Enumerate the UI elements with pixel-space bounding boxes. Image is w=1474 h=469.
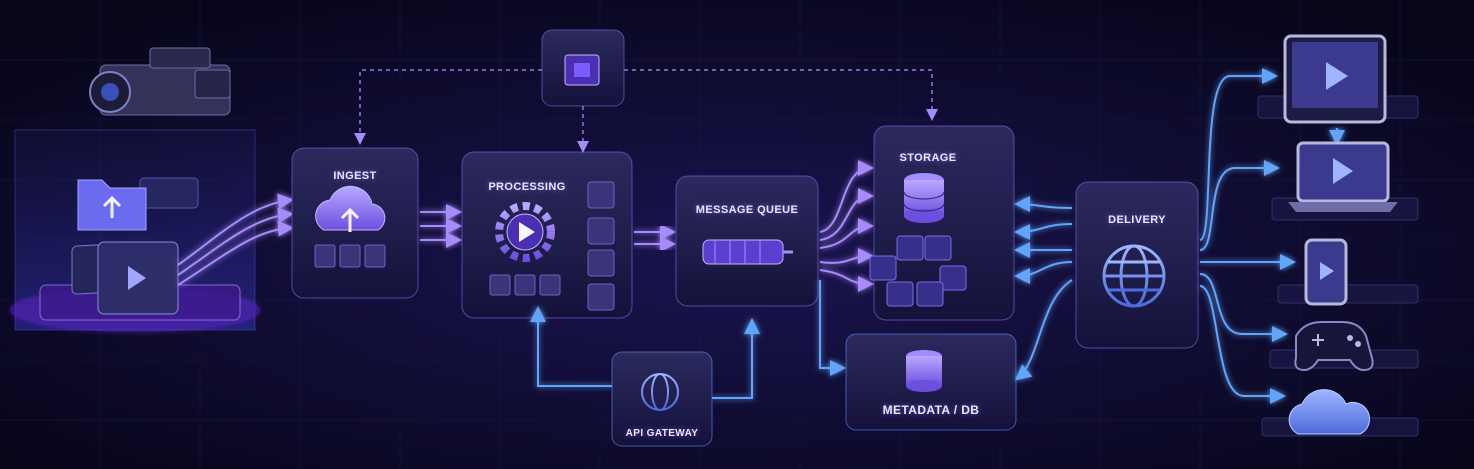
cloud-icon bbox=[1261, 389, 1419, 437]
database-icon bbox=[906, 350, 942, 392]
delivery-label: DELIVERY bbox=[1108, 214, 1166, 226]
globe-icon bbox=[641, 373, 679, 411]
ingest-node[interactable] bbox=[291, 147, 419, 299]
storage-node[interactable] bbox=[869, 125, 1015, 321]
api-gateway-node[interactable] bbox=[611, 351, 713, 447]
gamepad-icon bbox=[1269, 321, 1419, 372]
processing-node[interactable] bbox=[461, 151, 633, 319]
laptop-play-icon bbox=[1271, 141, 1419, 221]
storage-cube-cluster bbox=[869, 235, 967, 307]
cloud-upload-icon bbox=[315, 185, 386, 232]
message-queue-node[interactable] bbox=[675, 175, 819, 307]
processing-blocks bbox=[489, 181, 615, 311]
processing-to-queue-flows bbox=[634, 224, 676, 252]
api-gateway-flows bbox=[530, 306, 760, 399]
ingest-to-processing-flows bbox=[420, 204, 462, 248]
queue-to-metadata-flow bbox=[819, 280, 846, 376]
processor-chip-icon bbox=[564, 54, 600, 86]
delivery-node[interactable] bbox=[1075, 181, 1199, 349]
message-queue-cylinder-icon bbox=[702, 239, 793, 265]
chip-dashed-links bbox=[354, 69, 938, 153]
message-queue-label: MESSAGE QUEUE bbox=[695, 204, 799, 216]
metadata-db-label: METADATA / DB bbox=[882, 403, 980, 417]
source-to-ingest-flows bbox=[177, 193, 294, 286]
api-gateway-label: API GATEWAY bbox=[625, 428, 699, 439]
gear-play-icon bbox=[495, 202, 555, 262]
phone-play-icon bbox=[1277, 238, 1419, 306]
video-camera-icon bbox=[89, 47, 231, 116]
storage-label: STORAGE bbox=[899, 152, 957, 164]
monitor-play-icon bbox=[1257, 34, 1419, 124]
processor-chip-node[interactable] bbox=[541, 29, 625, 107]
processing-label: PROCESSING bbox=[488, 181, 566, 193]
globe-icon bbox=[1102, 244, 1166, 308]
delivery-to-devices-flows bbox=[1199, 68, 1345, 404]
database-icon bbox=[903, 173, 945, 223]
video-play-device-icon bbox=[71, 241, 179, 315]
upload-folder-icon bbox=[77, 177, 199, 231]
ingest-label: INGEST bbox=[333, 170, 377, 182]
ingest-blocks bbox=[314, 244, 386, 268]
delivery-to-storage-flows bbox=[1014, 196, 1073, 381]
metadata-db-node[interactable] bbox=[845, 333, 1017, 431]
queue-to-storage-flows bbox=[819, 160, 874, 292]
